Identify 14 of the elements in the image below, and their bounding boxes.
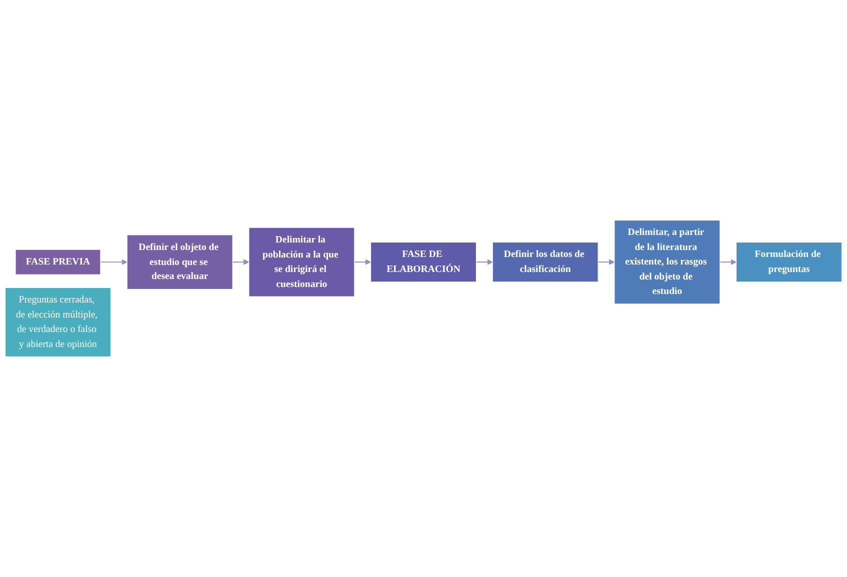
- node-box: Delimitar, a partir de la literatura existente, los rasgos del objeto de estudio: [614, 220, 720, 304]
- arrow: [354, 259, 371, 265]
- node-box: FASE PREVIA: [15, 249, 101, 275]
- node-box: Preguntas cerradas, de elección múltiple, de verdadero o falso y abierta de opinión: [4, 287, 112, 358]
- arrow: [476, 259, 493, 265]
- node-box: FASE DE ELABORACIÓN: [370, 242, 477, 282]
- node-box: Definir el objeto de estudio que se desea evaluar: [126, 234, 233, 290]
- arrow: [232, 259, 250, 265]
- node-box: Definir los datos de clasificación: [492, 242, 598, 282]
- node-box: Delimitar la población a la que se dirigirá el cuestionario: [248, 227, 355, 297]
- arrow: [100, 259, 128, 265]
- arrow: [598, 259, 615, 265]
- node-box: Formulación de preguntas: [736, 242, 842, 282]
- arrow: [719, 259, 736, 265]
